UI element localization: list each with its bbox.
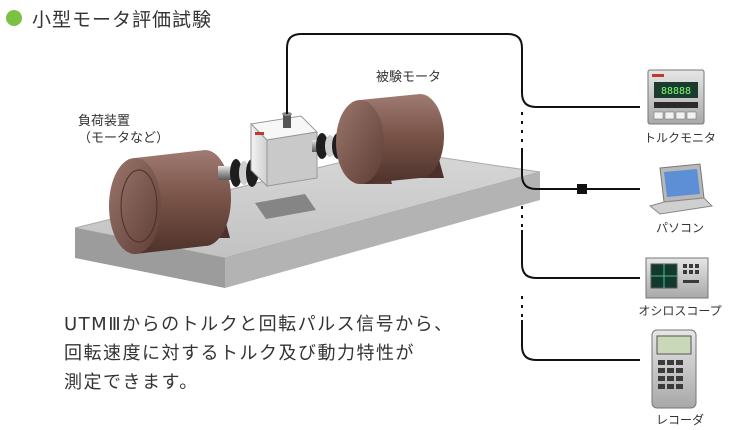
test-motor xyxy=(336,94,444,184)
load-device-label: 負荷装置 （モータなど） xyxy=(78,114,170,146)
description-line-1: UTMⅢからのトルクと回転パルス信号から、 xyxy=(64,314,454,335)
recorder-label: レコーダ xyxy=(655,413,704,427)
oscilloscope-icon xyxy=(645,257,709,299)
bullet-icon xyxy=(6,10,22,26)
signal-cable xyxy=(286,33,640,114)
torque-monitor-label: トルクモニタ xyxy=(643,131,716,145)
description-text: UTMⅢからのトルクと回転パルス信号から、 回転速度に対するトルク及び動力特性が… xyxy=(64,310,504,397)
branch-oscilloscope xyxy=(521,230,640,279)
description-line-2: 回転速度に対するトルク及び動力特性が xyxy=(64,343,415,364)
branch-recorder xyxy=(521,320,640,361)
pc-label: パソコン xyxy=(655,221,704,235)
heading-title: 小型モータ評価試験 xyxy=(32,8,213,31)
test-motor-label: 被験モータ xyxy=(376,70,442,85)
branch-pc xyxy=(521,150,640,190)
recorder-icon xyxy=(651,329,697,409)
left-shaft-coupling xyxy=(218,159,258,187)
load-device-motor xyxy=(109,150,231,254)
svg-text:88888: 88888 xyxy=(661,86,691,97)
connector-block xyxy=(577,184,587,194)
description-line-3: 測定できます。 xyxy=(64,372,199,393)
section-heading: 小型モータ評価試験 xyxy=(6,4,212,32)
torque-sensor xyxy=(249,112,319,188)
oscilloscope-label: オシロスコープ xyxy=(638,304,722,318)
laptop-icon xyxy=(648,163,714,215)
torque-monitor-icon: 88888 xyxy=(647,69,705,125)
